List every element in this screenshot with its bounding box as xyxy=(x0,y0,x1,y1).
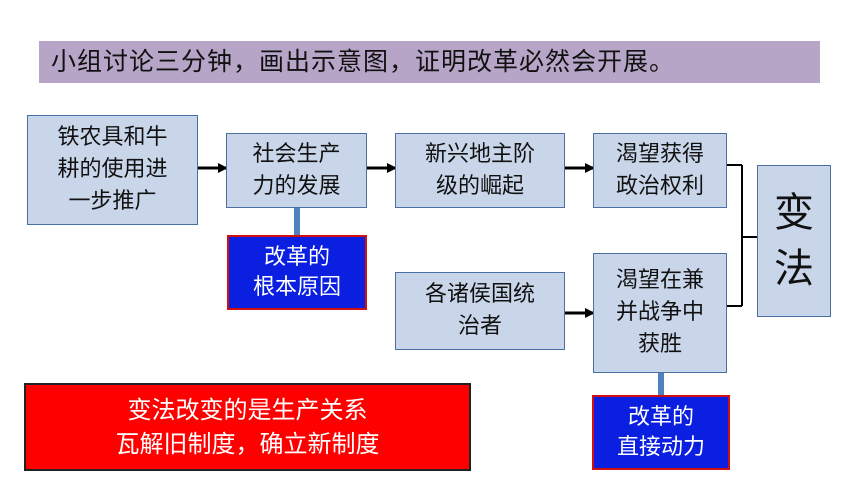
node-rulers: 各诸侯国统 治者 xyxy=(395,272,565,350)
label-root-cause: 改革的 根本原因 xyxy=(227,235,367,310)
node-reform: 变 法 xyxy=(757,165,831,317)
node-iron-tools: 铁农具和牛 耕的使用进 一步推广 xyxy=(27,115,198,225)
node-landlord: 新兴地主阶 级的崛起 xyxy=(395,133,565,208)
node-productivity: 社会生产 力的发展 xyxy=(226,133,367,208)
label-direct-cause: 改革的 直接动力 xyxy=(592,395,730,470)
node-win-war: 渴望在兼 并战争中 获胜 xyxy=(593,253,727,373)
page-title: 小组讨论三分钟，画出示意图，证明改革必然会开展。 xyxy=(39,41,820,83)
stem-direct-cause xyxy=(658,373,664,395)
conclusion-box: 变法改变的是生产关系 瓦解旧制度，确立新制度 xyxy=(24,383,471,471)
stem-root-cause xyxy=(294,208,300,235)
node-political-rights: 渴望获得 政治权利 xyxy=(593,133,727,208)
